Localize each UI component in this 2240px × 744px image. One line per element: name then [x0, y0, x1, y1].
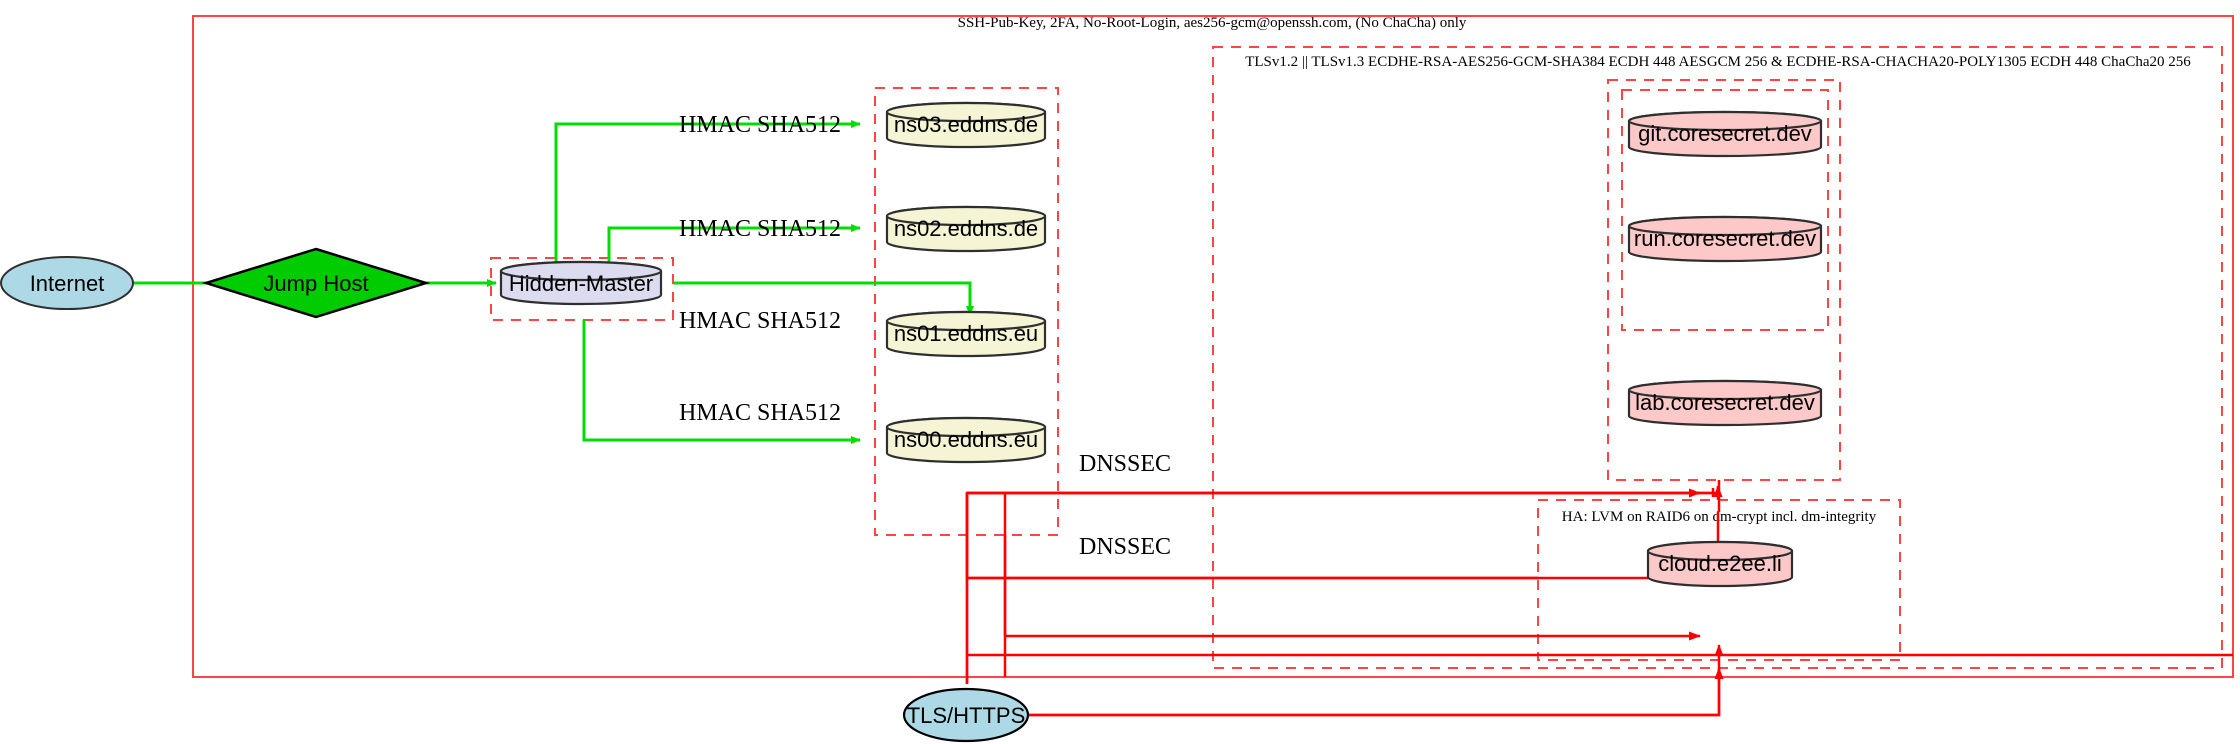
node-ns01[interactable]: ns01.eddns.eu — [885, 310, 1047, 358]
lab-cylinder-top — [1627, 379, 1823, 401]
run-cylinder-top — [1627, 215, 1823, 237]
hmac-label-ns03: HMAC SHA512 — [679, 112, 841, 138]
edge-hiddenmaster-to-ns01 — [673, 281, 974, 316]
ns00-label: ns00.eddns.eu — [894, 427, 1038, 452]
edge-hiddenmaster-to-ns02 — [607, 224, 861, 262]
internet-label: Internet — [30, 271, 105, 296]
hidden-master-label: Hidden-Master — [509, 271, 653, 296]
ns02-cylinder-top — [885, 205, 1047, 227]
ns03-cylinder-top — [885, 101, 1047, 123]
jump-host-diamond — [201, 247, 431, 319]
coresecret-inner-cluster-border — [1621, 89, 1829, 331]
lab-label: lab.coresecret.dev — [1635, 390, 1815, 415]
edge-label-group: HMAC SHA512 HMAC SHA512 HMAC SHA512 HMAC… — [679, 112, 1171, 560]
run-label: run.coresecret.dev — [1634, 226, 1816, 251]
tls-https-ellipse — [902, 687, 1030, 743]
ns00-cylinder-top — [885, 416, 1047, 438]
ssh-policy-cluster-border — [192, 15, 2234, 678]
tls-policy-cluster: TLSv1.2 || TLSv1.3 ECDHE-RSA-AES256-GCM-… — [1212, 46, 2223, 669]
hidden-master-cylinder-top — [499, 260, 663, 282]
node-ns03[interactable]: ns03.eddns.de — [885, 101, 1047, 149]
hidden-master-cluster — [490, 257, 674, 321]
tls-https-label: TLS/HTTPS — [907, 703, 1026, 728]
node-ns00[interactable]: ns00.eddns.eu — [885, 416, 1047, 464]
jump-host-label: Jump Host — [263, 271, 368, 296]
node-jump-host[interactable]: Jump Host — [201, 247, 431, 319]
ssh-policy-cluster-label: SSH-Pub-Key, 2FA, No-Root-Login, aes256-… — [958, 15, 1467, 31]
coresecret-outer-cluster — [1607, 79, 1841, 481]
hmac-label-ns02: HMAC SHA512 — [679, 216, 841, 242]
cloud-cylinder-top — [1646, 540, 1794, 562]
dnssec-label-lower: DNSSEC — [1079, 534, 1171, 560]
edge-hiddenmaster-to-ns00 — [582, 320, 861, 444]
node-tls-https[interactable]: TLS/HTTPS — [902, 687, 1030, 743]
coresecret-inner-cluster — [1621, 89, 1829, 331]
node-internet[interactable]: Internet — [0, 256, 134, 310]
git-label: git.coresecret.dev — [1638, 121, 1812, 146]
git-cylinder-top — [1627, 110, 1823, 132]
node-ns02[interactable]: ns02.eddns.de — [885, 205, 1047, 253]
tls-policy-cluster-label: TLSv1.2 || TLSv1.3 ECDHE-RSA-AES256-GCM-… — [1245, 54, 2191, 70]
ns02-label: ns02.eddns.de — [894, 216, 1038, 241]
ssh-policy-cluster: SSH-Pub-Key, 2FA, No-Root-Login, aes256-… — [192, 15, 2234, 678]
node-git-coresecret[interactable]: git.coresecret.dev — [1627, 110, 1823, 158]
hmac-label-ns01: HMAC SHA512 — [679, 308, 841, 334]
node-lab-coresecret[interactable]: lab.coresecret.dev — [1627, 379, 1823, 427]
node-run-coresecret[interactable]: run.coresecret.dev — [1627, 215, 1823, 263]
node-hidden-master[interactable]: Hidden-Master — [499, 260, 663, 306]
edge-tls-to-cloud — [1028, 667, 1724, 717]
hmac-label-ns00: HMAC SHA512 — [679, 400, 841, 426]
edge-hiddenmaster-to-ns03 — [554, 120, 861, 262]
hidden-master-cluster-border — [490, 257, 674, 321]
edge-tlshttps-to-services — [1028, 644, 1724, 717]
dnssec-label-upper: DNSSEC — [1079, 451, 1171, 477]
cloud-label: cloud.e2ee.li — [1658, 551, 1782, 576]
tls-policy-cluster-border — [1212, 46, 2223, 669]
ns03-label: ns03.eddns.de — [894, 112, 1038, 137]
internet-ellipse — [0, 256, 134, 310]
coresecret-outer-cluster-border — [1607, 79, 1841, 481]
ns01-label: ns01.eddns.eu — [894, 321, 1038, 346]
dnssec-routing — [965, 488, 2233, 717]
ns01-cylinder-top — [885, 310, 1047, 332]
node-cloud-e2ee[interactable]: cloud.e2ee.li — [1646, 540, 1794, 588]
